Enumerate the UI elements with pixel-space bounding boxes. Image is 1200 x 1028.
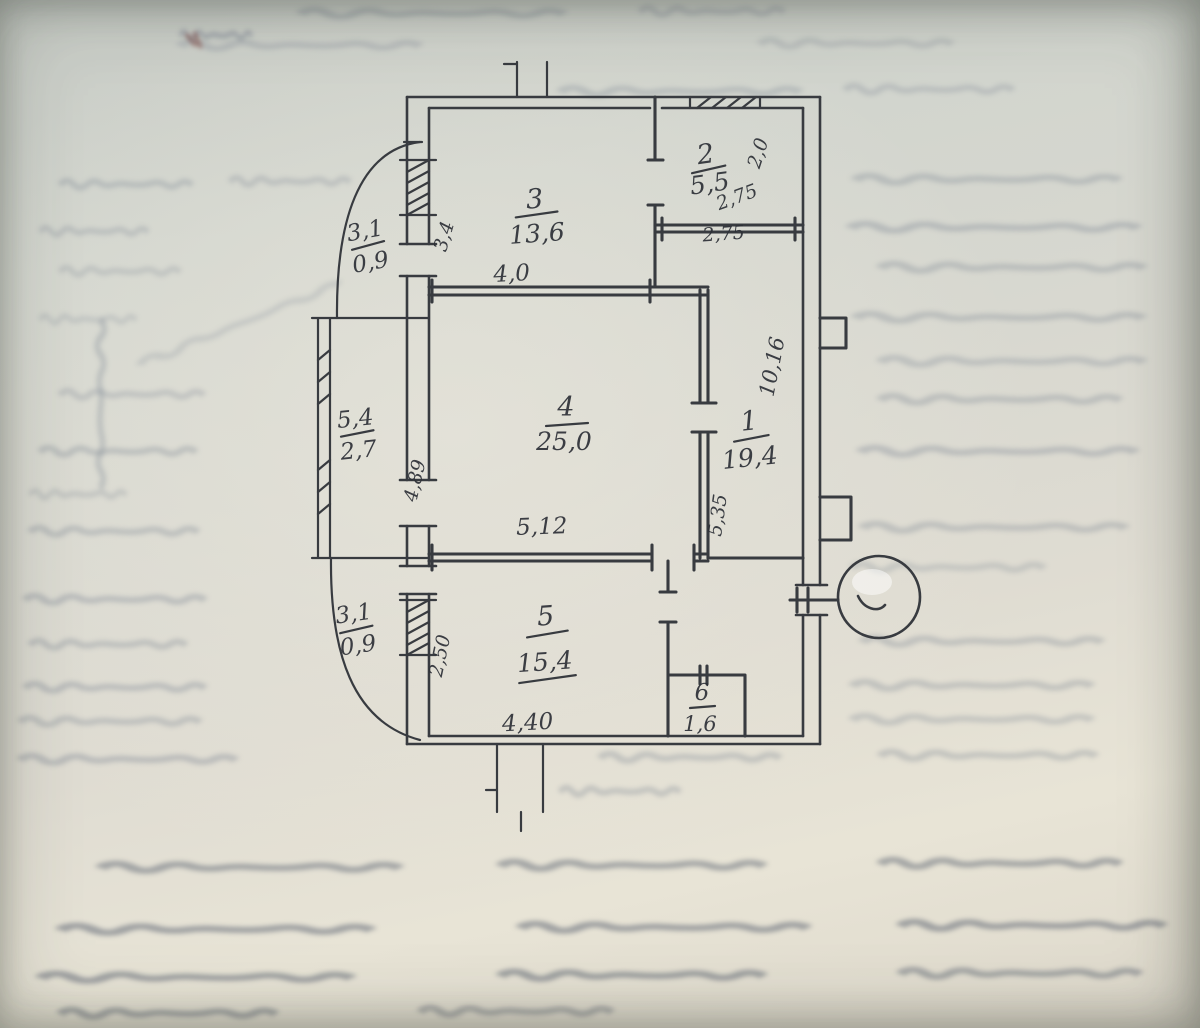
balcony-bl-factor: 0,9 [338, 630, 378, 661]
room-6-area: 1,6 [683, 712, 716, 736]
dim-room2-width-lower: 2,75 [701, 222, 746, 247]
room-1-number: 1 [739, 405, 759, 438]
balcony-tl-factor: 0,9 [350, 247, 391, 279]
room-5-label: 5 15,4 [516, 601, 577, 685]
room-4-number: 4 [556, 392, 574, 423]
chimney-bottom [484, 742, 545, 833]
room-5-number: 5 [536, 601, 555, 633]
room-6-label: 6 1,6 [683, 680, 716, 736]
room-2-area: 5,5 [688, 166, 731, 200]
interior-walls [427, 95, 853, 738]
room-1-label: 1 19,4 [721, 405, 779, 475]
balcony-bl-area: 3,1 [334, 599, 374, 630]
room-6-number: 6 [695, 680, 710, 706]
dim-room4-width: 5,12 [516, 513, 568, 541]
red-pen-mark [184, 31, 203, 49]
room-3-number: 3 [525, 183, 544, 215]
balcony-mid-left-label: 5,4 2,7 [336, 404, 379, 466]
balcony-ml-factor: 2,7 [338, 436, 378, 466]
dim-room4-depth: 4,89 [399, 458, 430, 505]
balcony-mid-left [310, 316, 431, 560]
balcony-ml-area: 5,4 [336, 404, 375, 434]
dim-room3-width: 4,0 [492, 260, 531, 288]
room-3-label: 3 13,6 [508, 183, 566, 250]
dim-room2-depth: 2,0 [743, 135, 774, 171]
dim-right-side: 10,16 [755, 335, 790, 399]
balcony-arc-bottom-left [329, 556, 422, 742]
room-3-area: 13,6 [508, 217, 566, 250]
room-4-label: 4 25,0 [535, 392, 592, 456]
room-1-area: 19,4 [721, 440, 779, 475]
balcony-arc-top-left [335, 140, 422, 320]
dim-room1-depth: 5,35 [704, 493, 732, 538]
chimney-top [502, 60, 549, 99]
entrance-circle-symbol [836, 554, 922, 640]
room-5-area: 15,4 [516, 645, 574, 678]
room-2-number: 2 [694, 138, 716, 171]
window-hatches [316, 95, 762, 657]
room-2-label: 2 5,5 [688, 138, 731, 200]
balcony-bottom-left-label: 3,1 0,9 [334, 599, 378, 662]
room-4-area: 25,0 [535, 427, 592, 456]
dim-room5-width: 4,40 [500, 709, 554, 738]
balcony-top-left-label: 3,1 0,9 [345, 215, 391, 278]
dim-room3-depth: 3,4 [429, 219, 458, 254]
outer-walls [398, 95, 829, 746]
balconies-and-chimneys [310, 60, 549, 833]
